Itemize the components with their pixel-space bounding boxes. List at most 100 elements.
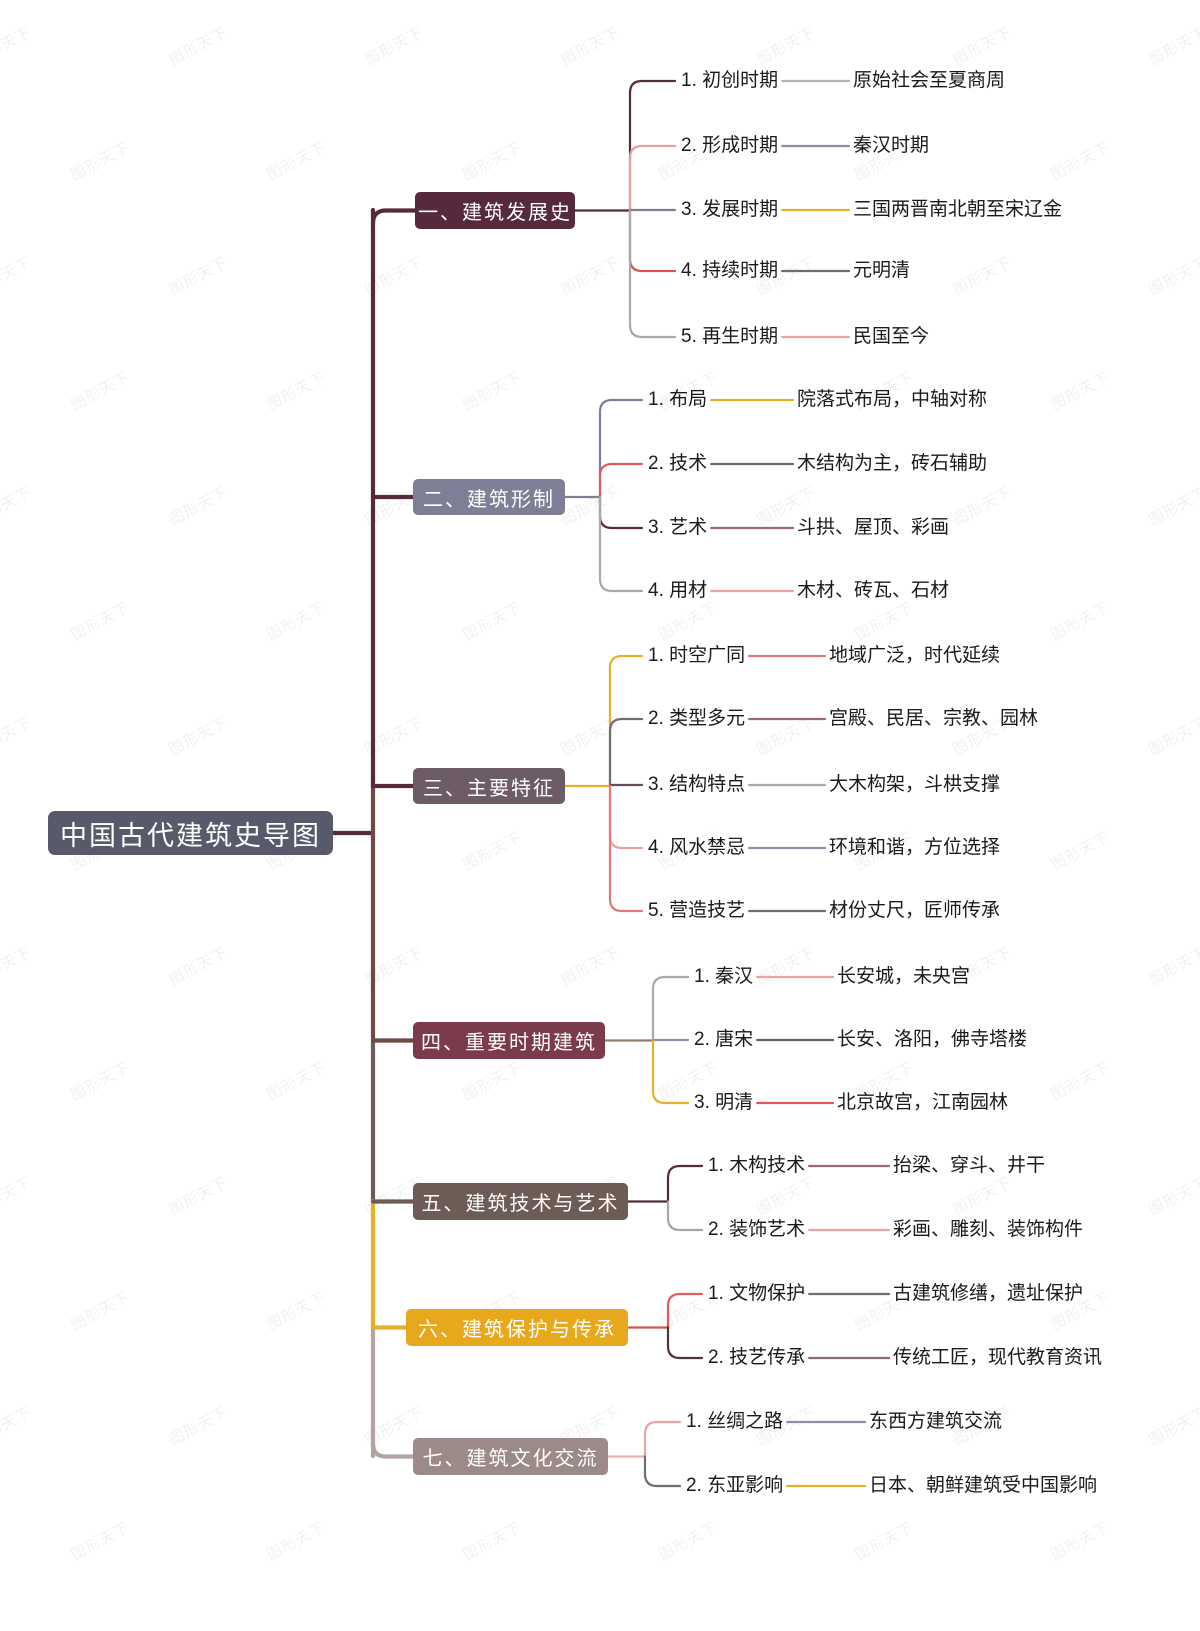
detail-label[interactable]: 古建筑修缮，遗址保护 [893, 1283, 1084, 1304]
sub-item-label[interactable]: 1. 文物保护 [708, 1284, 805, 1303]
sub-item-name: 初创时期 [702, 70, 779, 91]
detail-label[interactable]: 三国两晋南北朝至宋辽金 [853, 199, 1063, 220]
sub-item-index: 3. [681, 199, 697, 220]
child-link-0-4 [628, 209, 677, 339]
detail-label[interactable]: 彩画、雕刻、装饰构件 [893, 1219, 1084, 1240]
sub-item-index: 2. [648, 708, 664, 729]
sub-item-name: 文物保护 [729, 1283, 806, 1304]
child-link-2-0 [608, 654, 644, 788]
sub-item-label[interactable]: 4. 持续时期 [681, 261, 778, 280]
sub-item-name: 用材 [669, 580, 708, 601]
branch-node-4[interactable]: 四、重要时期建筑 [413, 1022, 605, 1059]
sub-item-label[interactable]: 5. 再生时期 [681, 327, 778, 346]
detail-label[interactable]: 材份丈尺，匠师传承 [829, 900, 1001, 921]
sub-item-name: 秦汉 [715, 966, 754, 987]
sub-item-label[interactable]: 4. 用材 [648, 581, 707, 600]
detail-label[interactable]: 东西方建筑交流 [869, 1411, 1003, 1432]
branch-node-label: 七、建筑文化交流 [422, 1448, 599, 1470]
sub-item-label[interactable]: 5. 营造技艺 [648, 901, 745, 920]
branch-node-3[interactable]: 三、主要特征 [413, 768, 565, 804]
sub-item-label[interactable]: 2. 东亚影响 [686, 1476, 783, 1495]
sub-item-index: 2. [681, 135, 697, 156]
sub-item-index: 1. [648, 645, 664, 666]
sub-item-label[interactable]: 1. 时空广同 [648, 646, 745, 665]
child-link-1-2 [598, 495, 644, 530]
sub-item-name: 持续时期 [702, 260, 779, 281]
sub-item-label[interactable]: 2. 类型多元 [648, 709, 745, 728]
sub-item-label[interactable]: 3. 结构特点 [648, 775, 745, 794]
child-link-1-1 [598, 462, 644, 499]
sub-item-label[interactable]: 2. 技术 [648, 454, 707, 473]
branch-node-5[interactable]: 五、建筑技术与艺术 [413, 1183, 628, 1220]
trunk-top-elbow [370, 208, 418, 226]
branch-node-1[interactable]: 一、建筑发展史 [415, 192, 575, 229]
sub-item-label[interactable]: 1. 初创时期 [681, 71, 778, 90]
sub-item-label[interactable]: 2. 形成时期 [681, 136, 778, 155]
sub-item-label[interactable]: 3. 明清 [694, 1093, 753, 1112]
sub-item-index: 3. [648, 774, 664, 795]
sub-item-label[interactable]: 2. 技艺传承 [708, 1348, 805, 1367]
child-link-0-0 [628, 79, 677, 212]
sub-item-index: 3. [694, 1092, 710, 1113]
detail-label[interactable]: 大木构架，斗栱支撑 [829, 774, 1001, 795]
sub-item-name: 丝绸之路 [707, 1411, 784, 1432]
detail-label[interactable]: 抬梁、穿斗、井干 [893, 1155, 1046, 1176]
sub-item-label[interactable]: 3. 艺术 [648, 518, 707, 537]
branch-node-label: 三、主要特征 [423, 777, 555, 800]
detail-label[interactable]: 院落式布局，中轴对称 [797, 389, 988, 410]
sub-item-label[interactable]: 2. 装饰艺术 [708, 1220, 805, 1239]
sub-item-label[interactable]: 1. 秦汉 [694, 967, 753, 986]
detail-label[interactable]: 传统工匠，现代教育资讯 [893, 1347, 1103, 1368]
detail-label[interactable]: 原始社会至夏商周 [853, 70, 1006, 91]
detail-label[interactable]: 民国至今 [853, 326, 930, 347]
detail-label[interactable]: 木材、砖瓦、石材 [797, 580, 950, 601]
branch-node-label: 四、重要时期建筑 [421, 1032, 597, 1054]
sub-item-name: 再生时期 [702, 326, 779, 347]
branch-node-6[interactable]: 六、建筑保护与传承 [406, 1309, 628, 1346]
sub-item-index: 5. [681, 326, 697, 347]
sub-item-label[interactable]: 4. 风水禁忌 [648, 838, 745, 857]
child-link-6-0 [643, 1420, 682, 1458]
detail-label[interactable]: 北京故宫，江南园林 [837, 1092, 1009, 1113]
branch-node-2[interactable]: 二、建筑形制 [413, 479, 565, 515]
detail-label[interactable]: 日本、朝鲜建筑受中国影响 [869, 1475, 1098, 1496]
child-link-2-4 [608, 784, 644, 913]
detail-label[interactable]: 元明清 [853, 260, 911, 281]
trunk-bottom-elbow [370, 1441, 416, 1459]
sub-item-label[interactable]: 1. 布局 [648, 390, 707, 409]
detail-label[interactable]: 斗拱、屋顶、彩画 [797, 517, 950, 538]
detail-label[interactable]: 长安、洛阳，佛寺塔楼 [837, 1029, 1028, 1050]
child-link-0-3 [628, 209, 677, 273]
branch-node-7[interactable]: 七、建筑文化交流 [413, 1438, 608, 1475]
sub-item-index: 5. [648, 900, 664, 921]
sub-item-index: 2. [708, 1347, 724, 1368]
sub-item-name: 形成时期 [702, 135, 779, 156]
sub-item-index: 4. [681, 260, 697, 281]
child-link-1-3 [598, 495, 644, 593]
sub-item-label[interactable]: 1. 木构技术 [708, 1156, 805, 1175]
sub-item-index: 2. [648, 453, 664, 474]
sub-item-label[interactable]: 2. 唐宋 [694, 1030, 753, 1049]
detail-label[interactable]: 地域广泛，时代延续 [829, 645, 1001, 666]
root-node[interactable]: 中国古代建筑史导图 [48, 811, 333, 855]
detail-label[interactable]: 木结构为主，砖石辅助 [797, 453, 988, 474]
child-link-6-1 [643, 1455, 682, 1488]
sub-item-name: 明清 [715, 1092, 754, 1113]
child-link-2-1 [608, 717, 644, 788]
detail-label[interactable]: 秦汉时期 [853, 135, 930, 156]
sub-item-index: 1. [648, 389, 664, 410]
sub-item-index: 1. [708, 1155, 724, 1176]
detail-label[interactable]: 环境和谐，方位选择 [829, 837, 1001, 858]
detail-label[interactable]: 宫殿、民居、宗教、园林 [829, 708, 1039, 729]
sub-item-name: 时空广同 [669, 645, 746, 666]
sub-item-name: 装饰艺术 [729, 1219, 806, 1240]
sub-item-name: 技术 [669, 453, 708, 474]
child-link-3-0 [651, 975, 690, 1042]
sub-item-index: 1. [694, 966, 710, 987]
detail-label[interactable]: 长安城，未央宫 [837, 966, 971, 987]
sub-item-name: 艺术 [669, 517, 708, 538]
sub-item-label[interactable]: 3. 发展时期 [681, 200, 778, 219]
branch-node-label: 五、建筑技术与艺术 [421, 1193, 620, 1215]
sub-item-label[interactable]: 1. 丝绸之路 [686, 1412, 783, 1431]
